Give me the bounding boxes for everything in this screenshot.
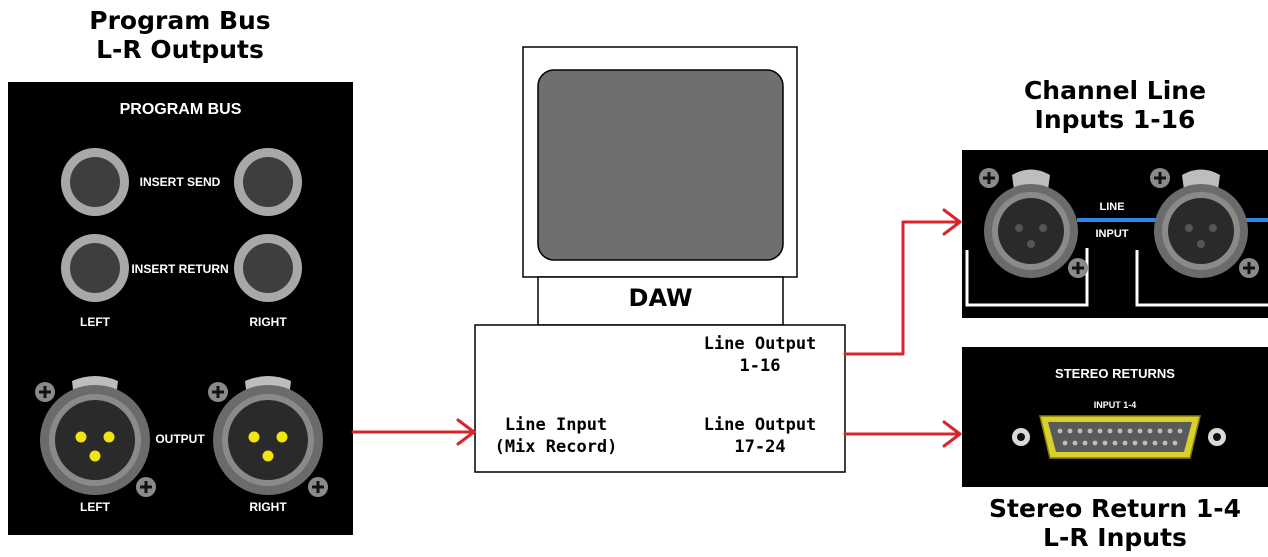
dsub-screw-left: [1012, 428, 1030, 446]
plus-screw-icon: [1150, 168, 1170, 188]
line-input-line2: (Mix Record): [494, 437, 618, 457]
plus-screw-icon: [1239, 258, 1259, 278]
channel-line-label: LINE: [1099, 201, 1125, 213]
arrow-line-output-1-16-to-channel-inputs: [843, 208, 962, 356]
stereo-input-label: INPUT 1-4: [1093, 400, 1137, 410]
plus-screw-icon: [979, 168, 999, 188]
channel-xlr-input: [1154, 169, 1248, 278]
insert-send-right-jack: [234, 148, 302, 216]
channel-bracket: [1135, 250, 1268, 307]
stereo-return-heading-line2: L-R Inputs: [1043, 523, 1187, 552]
arrow-line-output-17-24-to-stereo-returns: [843, 420, 962, 448]
arrow-output-to-line-input: [351, 418, 476, 446]
output-right-xlr: [213, 376, 323, 495]
channel-line-heading: Channel Line Inputs 1-16: [965, 76, 1265, 134]
insert-return-right-jack: [234, 234, 302, 302]
dsub-screw-right: [1208, 428, 1226, 446]
left-bottom-label: LEFT: [80, 500, 110, 514]
line-output-17-24: Line Output 17-24: [680, 414, 840, 458]
channel-input-label: INPUT: [1095, 228, 1129, 240]
plus-screw-icon: [308, 477, 328, 497]
output-left-xlr: [40, 376, 150, 495]
dsub-25-connector: [1039, 415, 1201, 459]
right-bottom-label: RIGHT: [249, 500, 287, 514]
channel-xlr-input: [984, 169, 1078, 278]
output-label: OUTPUT: [155, 432, 205, 446]
line-output-1-16: Line Output 1-16: [680, 333, 840, 377]
daw-interface-box: [474, 324, 846, 473]
stereo-return-heading: Stereo Return 1-4 L-R Inputs: [960, 494, 1268, 552]
plus-screw-icon: [208, 382, 228, 402]
stereo-returns-title: STEREO RETURNS: [1055, 366, 1175, 381]
plus-screw-icon: [35, 382, 55, 402]
line-output-17-24-line1: Line Output: [703, 415, 817, 435]
insert-send-label: INSERT SEND: [139, 175, 221, 189]
daw-label-box: [537, 276, 784, 326]
right-label: RIGHT: [249, 315, 287, 329]
line-input-line1: Line Input: [504, 415, 608, 435]
channel-line-heading-line1: Channel Line: [1023, 76, 1207, 105]
daw-label: DAW: [628, 284, 693, 312]
plus-screw-icon: [136, 477, 156, 497]
program-bus-heading: Program Bus L-R Outputs: [30, 6, 330, 64]
plus-screw-icon: [1068, 258, 1088, 278]
insert-return-left-jack: [61, 234, 129, 302]
line-output-1-16-line2: 1-16: [739, 356, 781, 376]
line-output-17-24-line2: 17-24: [734, 437, 786, 457]
line-input-mix-record: Line Input (Mix Record): [476, 414, 636, 458]
left-label: LEFT: [80, 315, 110, 329]
stereo-return-heading-line1: Stereo Return 1-4: [988, 494, 1242, 523]
line-output-1-16-line1: Line Output: [703, 334, 817, 354]
program-bus-heading-line2: L-R Outputs: [96, 35, 264, 64]
program-bus-title: PROGRAM BUS: [119, 101, 242, 118]
insert-send-left-jack: [61, 148, 129, 216]
channel-bracket: [965, 248, 1089, 307]
program-bus-heading-line1: Program Bus: [89, 6, 271, 35]
insert-return-label: INSERT RETURN: [131, 262, 229, 276]
monitor-screen: [537, 69, 784, 261]
channel-line-heading-line2: Inputs 1-16: [1034, 105, 1196, 134]
